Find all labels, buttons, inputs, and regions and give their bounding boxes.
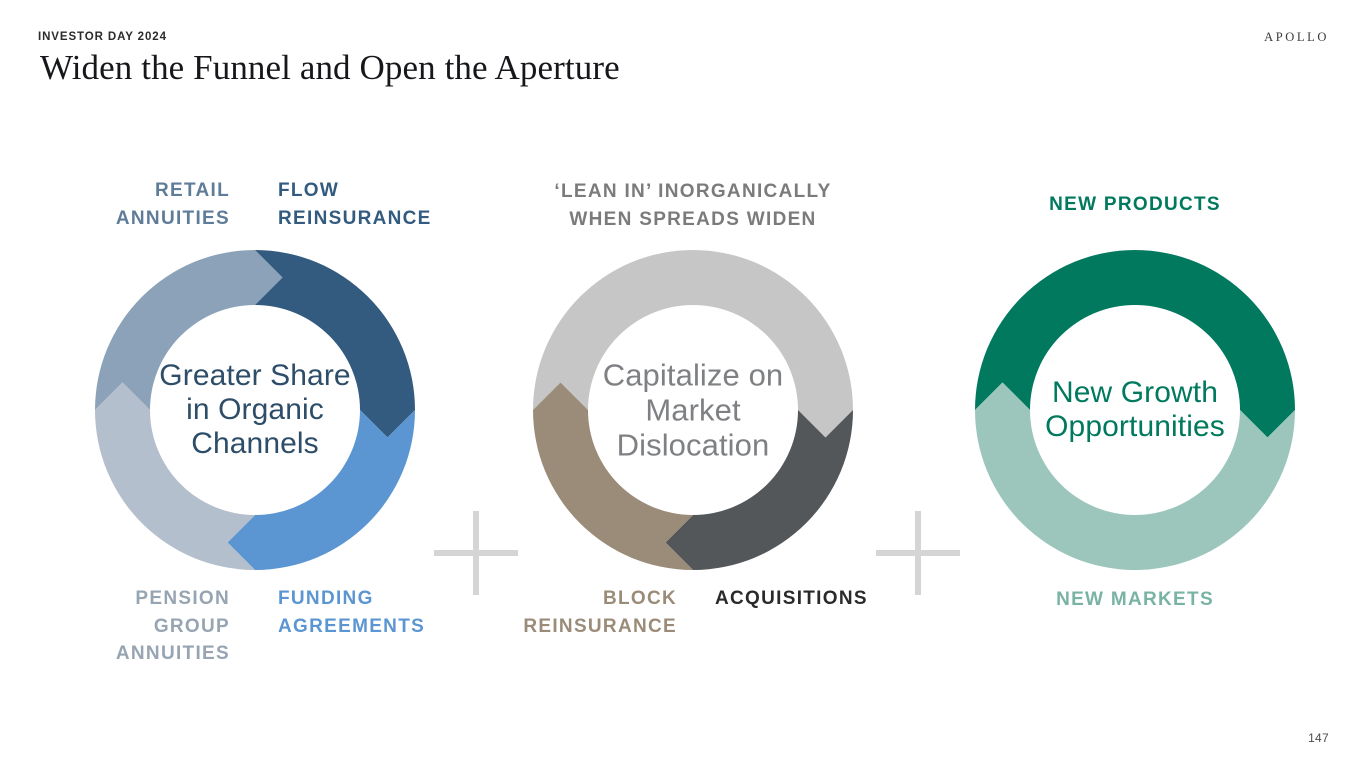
donut-group-newgrowth: NEW PRODUCTS NEW MARKETS New Growth Oppo…	[915, 150, 1355, 680]
label-new-markets: NEW MARKETS	[1056, 589, 1214, 610]
donut-ring-organic: Greater Share in Organic Channels	[90, 245, 420, 575]
page-title: Widen the Funnel and Open the Aperture	[40, 48, 620, 87]
segment-pension-group-annuities-ring	[95, 382, 255, 570]
label-funding-agreements: FUNDING AGREEMENTS	[278, 588, 426, 637]
label-acquisitions: ACQUISITIONS	[715, 588, 868, 609]
page-number: 147	[1308, 731, 1329, 745]
label-lean-in-inorganically: ‘LEAN IN’ INORGANICALLY WHEN SPREADS WID…	[554, 181, 832, 230]
segment-acquisitions-ring	[665, 410, 853, 570]
segment-block-reinsurance-ring	[533, 382, 693, 570]
diagram: RETAIL ANNUITIES FLOW REINSURANCE PENSIO…	[0, 150, 1365, 680]
segment-market-top-ring	[533, 250, 853, 438]
label-pension-group-annuities: PENSION GROUP ANNUITIES	[115, 588, 230, 665]
donut-ring-newgrowth: New Growth Opportunities	[970, 245, 1300, 575]
segment-retail-annuities-ring	[95, 250, 283, 410]
plus-separator-1	[434, 511, 518, 595]
apollo-logo: APOLLO	[1264, 30, 1329, 44]
label-block-reinsurance: BLOCK REINSURANCE	[523, 588, 677, 637]
segment-funding-agreements-ring	[227, 410, 415, 570]
label-flow-reinsurance: FLOW REINSURANCE	[278, 180, 432, 229]
donut-group-dislocation: ‘LEAN IN’ INORGANICALLY WHEN SPREADS WID…	[473, 150, 913, 680]
donut-ring-dislocation: Capitalize on Market Dislocation	[528, 245, 858, 575]
segment-new-markets-ring	[975, 382, 1295, 570]
segment-new-products-ring	[975, 250, 1295, 438]
plus-separator-2	[876, 511, 960, 595]
segment-flow-reinsurance-ring	[255, 250, 415, 438]
donut-group-organic: RETAIL ANNUITIES FLOW REINSURANCE PENSIO…	[35, 150, 475, 680]
label-new-products: NEW PRODUCTS	[1049, 194, 1221, 215]
slide-eyebrow: INVESTOR DAY 2024	[38, 31, 167, 43]
label-retail-annuities: RETAIL ANNUITIES	[115, 180, 230, 229]
